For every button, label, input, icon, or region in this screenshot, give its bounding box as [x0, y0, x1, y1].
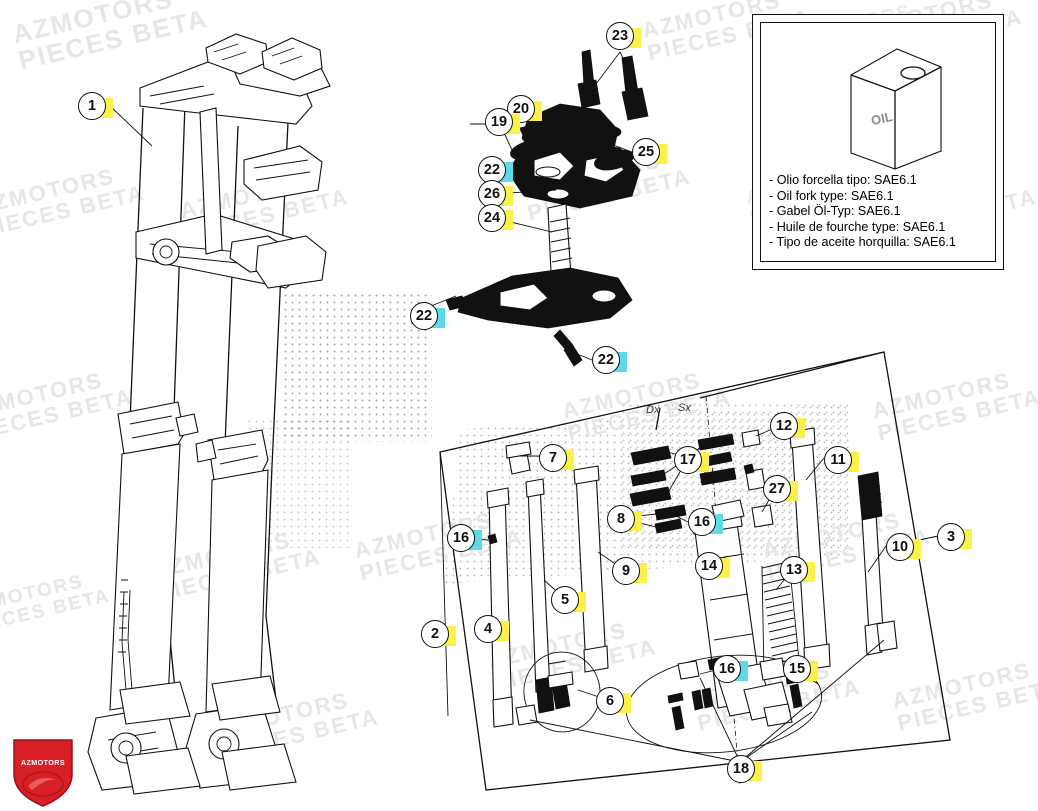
callout-number: 17 [674, 446, 702, 474]
callout-badge-4[interactable]: 4 [474, 615, 509, 645]
callout-number: 14 [695, 552, 723, 580]
callout-badge-1[interactable]: 1 [78, 92, 113, 122]
callout-badge-20[interactable]: 20 [507, 95, 542, 125]
callout-number: 2 [421, 620, 449, 648]
oil-spec-line: - Huile de fourche type: SAE6.1 [769, 219, 946, 234]
logo-text: AZMOTORS [20, 758, 66, 767]
callout-number: 12 [770, 412, 798, 440]
callout-badge-16[interactable]: 16 [713, 655, 748, 685]
callout-badge-14[interactable]: 14 [695, 552, 730, 582]
callout-number: 7 [539, 444, 567, 472]
oil-spec-line: - Olio forcella tipo: SAE6.1 [769, 173, 917, 187]
callout-number: 26 [478, 180, 506, 208]
dot-shading-mid [246, 418, 351, 548]
callout-badge-12[interactable]: 12 [770, 412, 805, 442]
callout-badge-16[interactable]: 16 [688, 508, 723, 538]
callout-number: 3 [937, 523, 965, 551]
callout-number: 16 [713, 655, 741, 683]
fork-assembly-left [87, 33, 331, 795]
azmotors-logo: AZMOTORS [12, 738, 74, 808]
callout-number: 10 [886, 533, 914, 561]
callout-badge-25[interactable]: 25 [632, 138, 667, 168]
label-sx: Sx [678, 402, 691, 414]
callout-badge-9[interactable]: 9 [612, 557, 647, 587]
callout-badge-22[interactable]: 22 [410, 302, 445, 332]
callout-badge-10[interactable]: 10 [886, 533, 921, 563]
callout-badge-8[interactable]: 8 [607, 505, 642, 535]
callout-number: 25 [632, 138, 660, 166]
callout-number: 9 [612, 557, 640, 585]
triple-clamp-exploded [445, 49, 649, 367]
callout-badge-23[interactable]: 23 [606, 22, 641, 52]
oil-spec-list: - Olio forcella tipo: SAE6.1 - Oil fork … [769, 173, 956, 251]
label-dx: Dx [646, 404, 660, 416]
callout-number: 18 [727, 755, 755, 783]
callout-badge-11[interactable]: 11 [824, 446, 859, 476]
callout-number: 1 [78, 92, 106, 120]
callout-badge-5[interactable]: 5 [551, 586, 586, 616]
callout-number: 4 [474, 615, 502, 643]
callout-number: 27 [763, 475, 791, 503]
callout-badge-6[interactable]: 6 [596, 687, 631, 717]
callout-badge-2[interactable]: 2 [421, 620, 456, 650]
oil-spec-line: - Oil fork type: SAE6.1 [769, 188, 894, 203]
callout-number: 22 [410, 302, 438, 330]
callout-badge-3[interactable]: 3 [937, 523, 972, 553]
callout-number: 11 [824, 446, 852, 474]
dot-shading-panel2 [620, 402, 850, 552]
oil-spec-line: - Tipo de aceite horquilla: SAE6.1 [769, 235, 956, 250]
callout-number: 5 [551, 586, 579, 614]
callout-number: 8 [607, 505, 635, 533]
callout-number: 22 [592, 346, 620, 374]
callout-badge-19[interactable]: 19 [485, 108, 520, 138]
callout-badge-22[interactable]: 22 [478, 156, 513, 186]
callout-number: 16 [447, 524, 475, 552]
callout-number: 22 [478, 156, 506, 184]
callout-badge-24[interactable]: 24 [478, 204, 513, 234]
callout-number: 24 [478, 204, 506, 232]
callout-number: 23 [606, 22, 634, 50]
callout-number: 15 [783, 655, 811, 683]
callout-badge-22[interactable]: 22 [592, 346, 627, 376]
callout-number: 20 [507, 95, 535, 123]
fork-internals-exploded [439, 427, 898, 754]
callout-number: 13 [780, 556, 808, 584]
callout-number: 19 [485, 108, 513, 136]
callout-badge-17[interactable]: 17 [674, 446, 709, 476]
callout-badge-26[interactable]: 26 [478, 180, 513, 210]
shield-icon [13, 739, 73, 807]
callout-number: 16 [688, 508, 716, 536]
oil-spec-line: - Gabel Öl-Typ: SAE6.1 [769, 204, 901, 219]
oil-can-icon [850, 48, 942, 170]
callout-badge-27[interactable]: 27 [763, 475, 798, 505]
callout-badge-18[interactable]: 18 [727, 755, 762, 785]
oil-spec-box-inner-border [760, 22, 996, 262]
callout-badge-7[interactable]: 7 [539, 444, 574, 474]
callout-badge-13[interactable]: 13 [780, 556, 815, 586]
callout-badge-16[interactable]: 16 [447, 524, 482, 554]
oil-spec-box: OIL - Olio forcella tipo: SAE6.1 - Oil f… [752, 14, 1004, 270]
callout-number: 6 [596, 687, 624, 715]
callout-badge-15[interactable]: 15 [783, 655, 818, 685]
